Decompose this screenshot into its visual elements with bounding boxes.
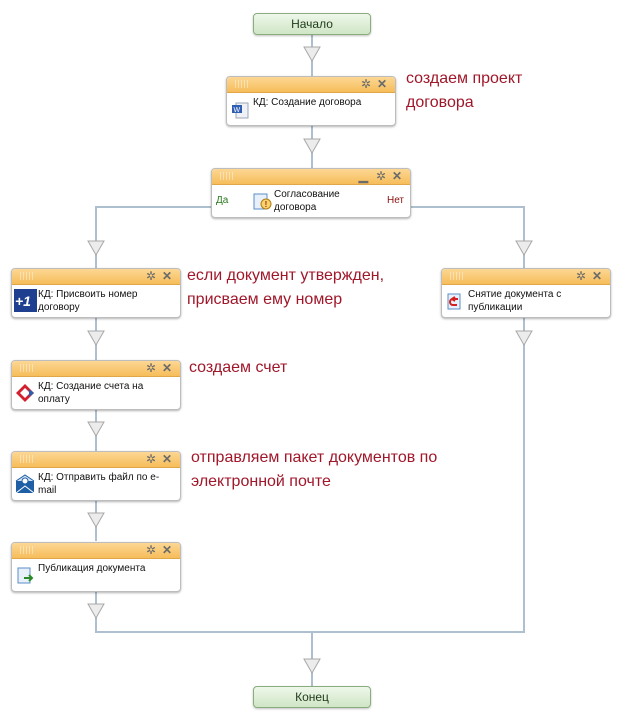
close-icon[interactable]: ✕ xyxy=(161,543,172,557)
close-icon[interactable]: ✕ xyxy=(591,269,602,283)
start-node[interactable]: Начало xyxy=(253,13,371,35)
node-header[interactable]: ✲ ✕ xyxy=(12,452,180,468)
node-title: Снятие документа с публикации xyxy=(468,289,562,313)
drag-handle-icon[interactable] xyxy=(450,272,464,280)
node-header[interactable]: ✲ ✕ xyxy=(12,269,180,285)
gear-icon[interactable]: ✲ xyxy=(145,361,156,375)
node-create-invoice[interactable]: ✲ ✕ КД: Создание счета на оплату xyxy=(11,360,181,410)
node-title: Согласование договора xyxy=(274,189,340,213)
node-assign-number[interactable]: ✲ ✕ +1 КД: Присвоить номер договору xyxy=(11,268,181,318)
drag-handle-icon[interactable] xyxy=(220,172,234,180)
node-header[interactable]: ✲ ✕ xyxy=(442,269,610,285)
close-icon[interactable]: ✕ xyxy=(161,269,172,283)
node-title: КД: Отправить файл по e-mail xyxy=(38,472,160,496)
svg-text:!: ! xyxy=(265,200,268,209)
arrow-down-icon xyxy=(87,330,105,346)
annotation-note: если документ утвержден, присваем ему но… xyxy=(187,267,385,308)
connector xyxy=(523,318,525,633)
approval-warning-icon: ! xyxy=(253,193,272,210)
arrow-down-icon xyxy=(87,512,105,528)
close-icon[interactable]: ✕ xyxy=(161,361,172,375)
drag-handle-icon[interactable] xyxy=(20,364,34,372)
arrow-down-icon xyxy=(87,240,105,256)
connector xyxy=(523,206,525,268)
end-node[interactable]: Конец xyxy=(253,686,371,708)
connector xyxy=(95,631,525,633)
node-title: КД: Создание счета на оплату xyxy=(38,381,144,405)
node-create-contract[interactable]: ✲ ✕ W КД: Создание договора xyxy=(226,76,396,126)
drag-handle-icon[interactable] xyxy=(235,80,249,88)
node-title: КД: Создание договора xyxy=(253,97,362,108)
gear-icon[interactable]: ✲ xyxy=(360,77,371,91)
gear-icon[interactable]: ✲ xyxy=(375,169,386,183)
drag-handle-icon[interactable] xyxy=(20,546,34,554)
arrow-down-icon xyxy=(303,658,321,674)
node-header[interactable]: ✲ ✕ xyxy=(227,77,395,93)
svg-text:+1: +1 xyxy=(15,293,31,309)
gear-icon[interactable]: ✲ xyxy=(145,543,156,557)
plus-one-icon: +1 xyxy=(14,289,37,312)
node-header[interactable]: ✲ ✕ xyxy=(12,361,180,377)
email-icon xyxy=(15,474,35,494)
arrow-down-icon xyxy=(87,421,105,437)
node-send-email[interactable]: ✲ ✕ КД: Отправить файл по e-mail xyxy=(11,451,181,501)
drag-handle-icon[interactable] xyxy=(20,455,34,463)
gear-icon[interactable]: ✲ xyxy=(145,452,156,466)
arrow-down-icon xyxy=(87,603,105,619)
node-publish[interactable]: ✲ ✕ Публикация документа xyxy=(11,542,181,592)
gear-icon[interactable]: ✲ xyxy=(145,269,156,283)
unpublish-document-icon xyxy=(447,293,461,310)
gear-icon[interactable]: ✲ xyxy=(575,269,586,283)
connector xyxy=(409,206,525,208)
publish-document-icon xyxy=(17,567,34,584)
node-approval[interactable]: ▁ ✲ ✕ Да ! Согласование договора Нет xyxy=(211,168,411,218)
connector xyxy=(95,206,97,268)
word-document-icon: W xyxy=(232,102,249,119)
pdf-invoice-icon xyxy=(16,384,34,402)
node-title: Публикация документа xyxy=(38,563,146,574)
drag-handle-icon[interactable] xyxy=(20,272,34,280)
close-icon[interactable]: ✕ xyxy=(391,169,402,183)
branch-yes-label: Да xyxy=(216,195,229,206)
annotation-note: создаем счет xyxy=(189,359,288,376)
close-icon[interactable]: ✕ xyxy=(161,452,172,466)
svg-text:W: W xyxy=(234,107,241,114)
annotation-note: отправляем пакет документов по электронн… xyxy=(191,449,438,490)
branch-no-label: Нет xyxy=(386,195,404,206)
connector xyxy=(95,206,212,208)
node-header[interactable]: ✲ ✕ xyxy=(12,543,180,559)
node-header[interactable]: ▁ ✲ ✕ xyxy=(212,169,410,185)
close-icon[interactable]: ✕ xyxy=(376,77,387,91)
node-unpublish[interactable]: ✲ ✕ Снятие документа с публикации xyxy=(441,268,611,318)
arrow-down-icon xyxy=(303,138,321,154)
arrow-down-icon xyxy=(303,46,321,62)
arrow-down-icon xyxy=(515,240,533,256)
node-title: КД: Присвоить номер договору xyxy=(38,289,138,313)
minimize-icon[interactable]: ▁ xyxy=(358,169,368,183)
annotation-note: создаем проект договора xyxy=(406,70,523,111)
arrow-down-icon xyxy=(515,330,533,346)
